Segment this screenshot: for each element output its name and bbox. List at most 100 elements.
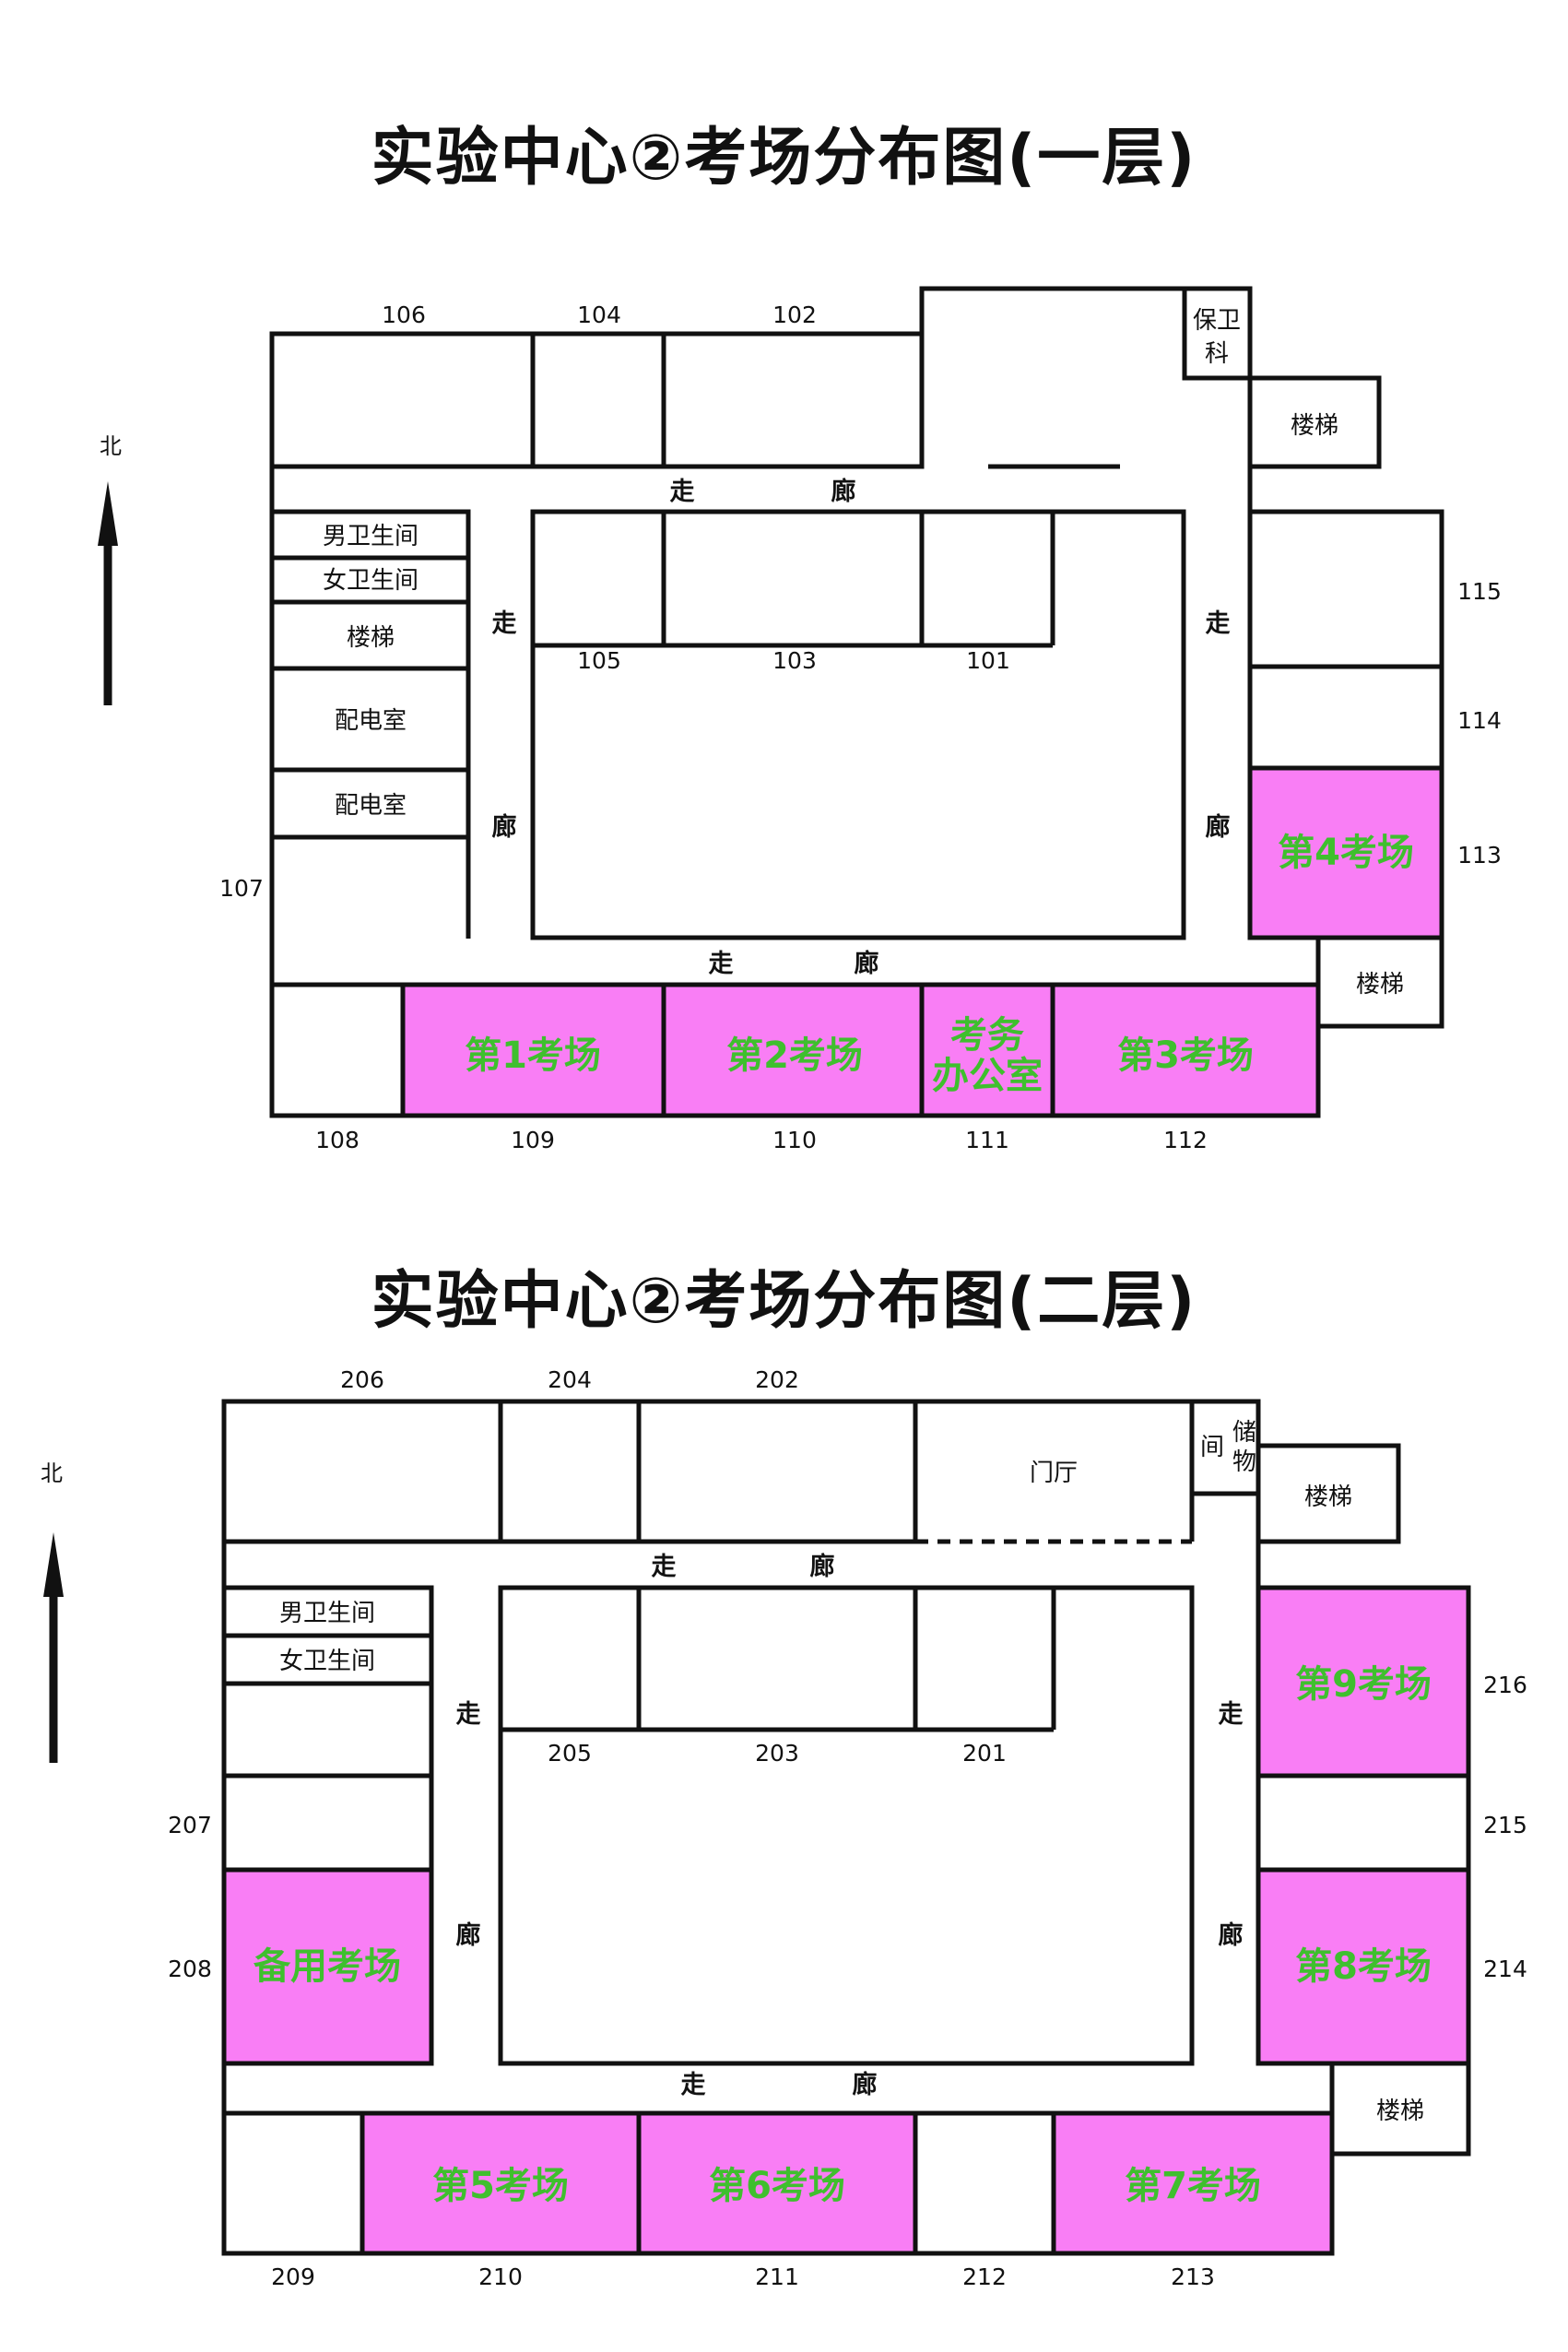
floor1-corridor-s-hall: 廊 [855, 949, 879, 978]
floor1-room-108 [269, 982, 406, 1118]
floor2-room-207 [221, 1773, 434, 1873]
floor1-stairs-ne-label: 楼梯 [1291, 412, 1338, 440]
floor1-corridor-e-walk: 走 [1206, 609, 1231, 638]
floor2-room-206-label: 206 [340, 1366, 384, 1393]
floor1-corridor-e-hall: 廊 [1206, 812, 1231, 842]
floor2-exam-9-label: 第9考场 [1295, 1663, 1432, 1706]
floor1-exam-room-3 [1050, 982, 1321, 1118]
floor2-north-arrow-icon [43, 1532, 64, 1763]
floor2-exam-room-7 [1051, 2110, 1335, 2256]
floor2-room-209 [221, 2110, 365, 2256]
floor1-power-room-1-label: 配电室 [335, 707, 407, 735]
floor1-room-109-label: 109 [511, 1127, 555, 1153]
floor2-room-202-label: 202 [755, 1366, 799, 1393]
floor1-corridor-n-hall: 廊 [831, 477, 856, 506]
floor2-exam-5-label: 第5考场 [432, 2165, 569, 2207]
floor2-exam-7-label: 第7考场 [1125, 2165, 1261, 2207]
floor1-room-106-label: 106 [382, 301, 426, 328]
floor1-exam-2-label: 第2考场 [726, 1034, 863, 1077]
floor1-corridor-s-walk: 走 [709, 950, 734, 978]
floor2-corridor-e-walk: 走 [1219, 1700, 1244, 1729]
floor2-room-211-label: 211 [755, 2263, 799, 2290]
floor2-title: 实验中心②考场分布图(二层) [371, 1265, 1197, 1338]
floor1-room-111-label: 111 [965, 1127, 1009, 1153]
floor1-room-102 [661, 331, 925, 469]
floor1-room-107 [272, 834, 471, 939]
floor2-storage-label-1: 储 [1232, 1419, 1256, 1447]
floor1-stairs-se-label: 楼梯 [1356, 971, 1404, 999]
floor1-stairs-w [269, 599, 471, 671]
floor2-corridor-n-walk: 走 [652, 1553, 677, 1581]
floor1-corridor-w-hall: 廊 [492, 812, 517, 842]
floor1-stairs-w-label: 楼梯 [347, 624, 395, 652]
floor2-room-west-1 [221, 1681, 434, 1779]
floor2-room-204-label: 204 [548, 1366, 592, 1393]
floor1-power-room-2 [269, 767, 471, 840]
floor1-power-room-2-label: 配电室 [335, 792, 407, 820]
floor1-room-104 [530, 331, 666, 469]
floor1-room-114 [1247, 664, 1444, 771]
floor2-corridor-s-hall: 廊 [853, 2070, 878, 2099]
floor2-room-214-label: 214 [1483, 1956, 1527, 1982]
floor2-plan: 北 206 204 202 门厅 储 物 间 楼梯 男卫生 [41, 1366, 1527, 2290]
floor1-security-room [1182, 286, 1253, 381]
floor2-room-210-label: 210 [478, 2263, 523, 2290]
floor2-north-label: 北 [41, 1460, 63, 1486]
floor2-corridor-e-hall: 廊 [1219, 1921, 1244, 1950]
floor1-room-102-label: 102 [772, 301, 817, 328]
floor2-mens-wc [221, 1585, 434, 1638]
floor1-room-101-label: 101 [966, 647, 1010, 674]
floor1-title: 实验中心②考场分布图(一层) [371, 122, 1197, 195]
floor1-womens-wc [269, 555, 471, 605]
floor1-power-room-1 [269, 666, 471, 773]
floor1-stairs-ne [1247, 375, 1382, 469]
floor2-room-213-label: 213 [1171, 2263, 1215, 2290]
floor1-stairs-se [1315, 935, 1444, 1029]
floor1-exam-1-label: 第1考场 [465, 1034, 601, 1077]
floor1-security-label: 保卫 [1193, 307, 1241, 335]
floor1-security-label-2: 科 [1205, 340, 1229, 368]
floor2-storage-label-2: 物 [1232, 1448, 1256, 1476]
floor1-exam-room-4 [1247, 765, 1444, 940]
floor2-central-block [498, 1585, 1195, 2066]
floor1-room-114-label: 114 [1457, 707, 1502, 734]
floor1-room-103-label: 103 [772, 647, 817, 674]
floor2-spare-exam-label: 备用考场 [253, 1945, 401, 1988]
floor1-corridor-w-walk: 走 [492, 609, 517, 638]
floor2-womens-wc-label: 女卫生间 [279, 1648, 375, 1675]
floor2-room-202 [636, 1399, 918, 1544]
floor2-corridor-n-hall: 廊 [810, 1552, 835, 1581]
floor2-exam-room-5 [360, 2110, 642, 2256]
floor1-room-106 [269, 331, 536, 469]
floor1-north-arrow-icon [98, 481, 118, 705]
floor2-stairs-se-label: 楼梯 [1376, 2098, 1424, 2125]
floor1-exam-4-label: 第4考场 [1278, 832, 1414, 874]
floor2-exam-room-9 [1256, 1585, 1471, 1779]
floor2-corridor-w-walk: 走 [456, 1700, 481, 1729]
floor2-stairs-ne [1256, 1443, 1401, 1544]
floor2-room-215 [1256, 1773, 1471, 1873]
floor2-room-216-label: 216 [1483, 1672, 1527, 1698]
floor2-room-212-label: 212 [962, 2263, 1007, 2290]
floor1-room-104-label: 104 [577, 301, 621, 328]
floor2-room-201-label: 201 [962, 1740, 1007, 1767]
floor2-room-215-label: 215 [1483, 1812, 1527, 1838]
floor2-stairs-ne-label: 楼梯 [1304, 1483, 1352, 1511]
floor2-lobby-label: 门厅 [1030, 1460, 1078, 1487]
floor1-room-107-label: 107 [219, 875, 264, 902]
floor2-spare-exam-room [221, 1867, 434, 2066]
floor2-exam-8-label: 第8考场 [1295, 1945, 1432, 1988]
floor2-room-206 [221, 1399, 503, 1544]
floor1-room-108-label: 108 [315, 1127, 360, 1153]
floor1-room-115-label: 115 [1457, 578, 1502, 605]
floor1-exam-room-1 [400, 982, 666, 1118]
floor1-office-label-2: 办公室 [932, 1055, 1043, 1097]
floor1-corridor-n-walk: 走 [670, 478, 695, 506]
floor1-mens-wc-label: 男卫生间 [323, 523, 419, 550]
floor1-room-113-label: 113 [1457, 842, 1502, 869]
floor1-womens-wc-label: 女卫生间 [323, 567, 419, 595]
floor1-room-112-label: 112 [1163, 1127, 1208, 1153]
floor1-north-label: 北 [100, 433, 122, 459]
floor2-room-212 [913, 2110, 1056, 2256]
